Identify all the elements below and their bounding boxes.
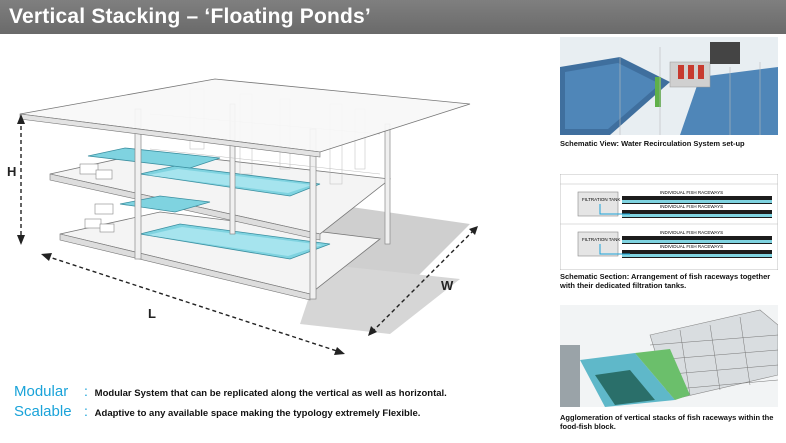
- caption-schematic-view: Schematic View: Water Recirculation Syst…: [560, 139, 745, 148]
- raceways-label: INDIVIDUAL FISH RACEWAYS: [660, 204, 723, 209]
- feature-scalable: Scalable: Adaptive to any available spac…: [14, 403, 420, 420]
- feature-description: Adaptive to any available space making t…: [94, 408, 421, 419]
- dimension-arrows: [20, 119, 475, 353]
- ground-shadow: [300, 264, 460, 334]
- feature-colon: :: [84, 403, 88, 419]
- raceways-label: INDIVIDUAL FISH RACEWAYS: [660, 230, 723, 235]
- equipment-box: [79, 163, 99, 175]
- page-title: Vertical Stacking – ‘Floating Ponds’: [9, 5, 371, 28]
- equipment-box: [99, 223, 115, 233]
- pond-bottom-inner: [148, 227, 322, 256]
- equipment-box: [94, 203, 114, 215]
- slab-top: [19, 78, 471, 153]
- schematic-section-image: FILTRATION TANK FILTRATION TANK INDIVIDU…: [560, 174, 778, 270]
- filtration-tank-label: FILTRATION TANK: [582, 197, 620, 202]
- feature-term: Scalable: [14, 403, 72, 420]
- slab-bottom-edge: [59, 233, 311, 301]
- raceways-label: INDIVIDUAL FISH RACEWAYS: [660, 244, 723, 249]
- title-bar: Vertical Stacking – ‘Floating Ponds’: [0, 0, 786, 34]
- agglomeration-image: [560, 305, 778, 407]
- width-label: W: [441, 278, 454, 293]
- equipment-box: [95, 169, 113, 180]
- height-label: H: [7, 164, 17, 179]
- feature-colon: :: [84, 383, 88, 399]
- arrow-heads: [17, 114, 478, 355]
- equipment-box: [84, 218, 102, 229]
- length-label: L: [148, 306, 156, 321]
- raceways-label: INDIVIDUAL FISH RACEWAYS: [660, 190, 723, 195]
- feature-modular: Modular: Modular System that can be repl…: [14, 383, 447, 400]
- pond-middle-2: [119, 195, 211, 213]
- schematic-view-image: [560, 37, 778, 135]
- feature-description: Modular System that can be replicated al…: [94, 388, 447, 399]
- stacked-ponds-diagram: [17, 78, 478, 355]
- pond-upper: [87, 147, 221, 169]
- caption-agglomeration: Agglomeration of vertical stacks of fish…: [560, 413, 774, 431]
- filtration-tank-label: FILTRATION TANK: [582, 237, 620, 242]
- feature-term: Modular: [14, 383, 69, 400]
- caption-schematic-section: Schematic Section: Arrangement of fish r…: [560, 272, 771, 290]
